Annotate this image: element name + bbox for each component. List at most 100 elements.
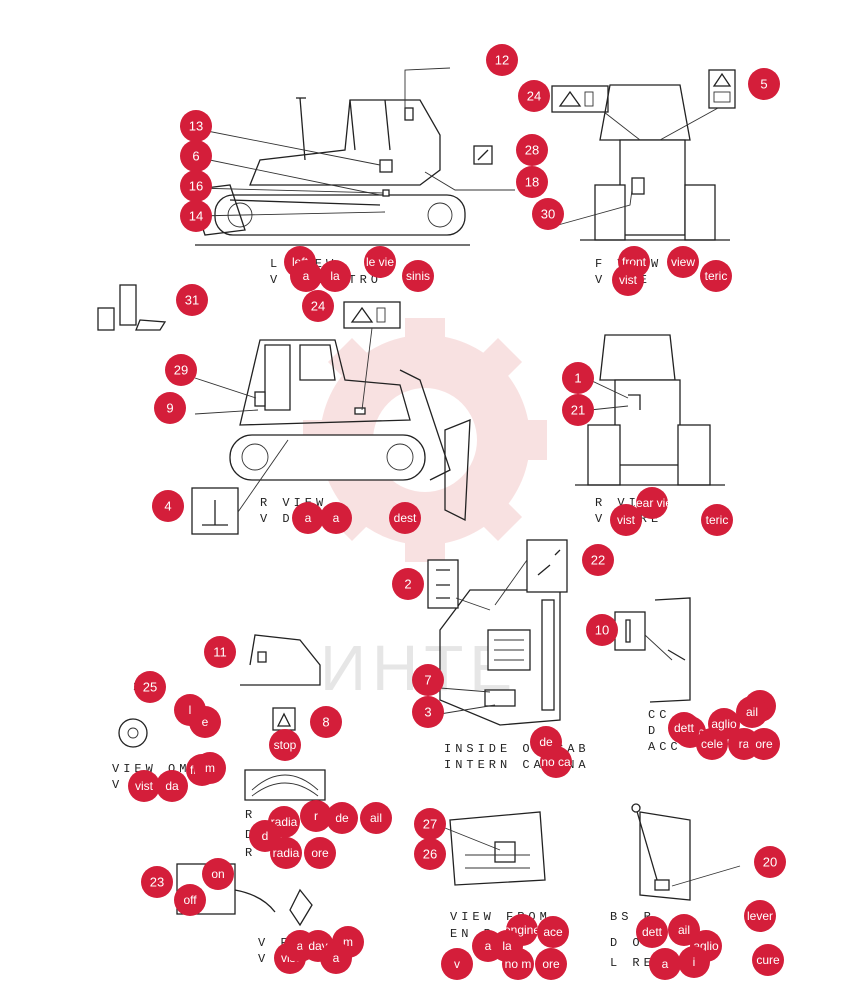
word-tag: no ca	[540, 746, 572, 778]
word-tags: leftlaale viesinisfrontviewvisttericaade…	[128, 246, 784, 980]
callout-11-marker	[204, 636, 236, 668]
callout-2: 2	[392, 568, 424, 600]
callout-30: 30	[532, 198, 564, 230]
callout-10-marker	[586, 614, 618, 646]
callout-14-label: 14	[189, 209, 203, 224]
caption-rad-ra: R	[245, 846, 256, 860]
callout-6-label: 6	[192, 149, 199, 164]
word-tag: da	[156, 770, 188, 802]
callout-26: 26	[414, 838, 446, 870]
word-tag: ace	[537, 916, 569, 948]
left-side-view-dozer	[189, 97, 470, 246]
word-tag-label: m	[205, 761, 215, 775]
callout-29: 29	[165, 354, 197, 386]
callout-28-marker	[516, 134, 548, 166]
decal-24-mid	[343, 301, 401, 329]
callout-5-marker	[748, 68, 780, 100]
word-tag-label: l	[189, 703, 192, 717]
cab-door-detail	[649, 597, 691, 703]
word-tag-label: vist	[617, 513, 636, 527]
callout-24-mid-label: 24	[311, 299, 325, 314]
decal-2	[427, 559, 459, 609]
callout-5: 5	[748, 68, 780, 100]
callout-23: 23	[141, 866, 173, 898]
word-tag-label: la	[502, 939, 512, 953]
word-tag: a	[320, 942, 352, 974]
callout-27-marker	[414, 808, 446, 840]
word-tag-label: ore	[755, 737, 773, 751]
callout-23-label: 23	[150, 875, 164, 890]
decal-31-cans-icon	[97, 284, 167, 331]
callout-24-top: 24	[518, 80, 550, 112]
decal-28	[473, 145, 493, 165]
rear-view-dozer	[575, 334, 725, 486]
word-tag-label: de	[335, 811, 349, 825]
callout-18-marker	[516, 166, 548, 198]
callout-26-marker	[414, 838, 446, 870]
callout-10-label: 10	[595, 623, 609, 638]
callout-31: 31	[176, 284, 208, 316]
word-tag-marker	[610, 504, 642, 536]
word-tag-marker	[360, 802, 392, 834]
word-tag-marker	[326, 802, 358, 834]
word-tag-marker	[744, 900, 776, 932]
caption-acc: ACC	[648, 740, 682, 754]
word-tag: teric	[701, 504, 733, 536]
word-tag-label: on	[211, 867, 224, 881]
callout-7-label: 7	[424, 673, 431, 688]
word-tag-label: teric	[706, 513, 729, 527]
callout-4-marker	[152, 490, 184, 522]
word-tag: de	[326, 802, 358, 834]
word-tag: view	[667, 246, 699, 278]
callout-23-marker	[141, 866, 173, 898]
word-tag-label: ace	[543, 925, 563, 939]
word-tag-marker	[320, 502, 352, 534]
callout-22-marker	[582, 544, 614, 576]
word-tag-marker	[292, 502, 324, 534]
word-tag-marker	[156, 770, 188, 802]
word-tag-marker	[636, 487, 668, 519]
callout-1-label: 1	[574, 371, 581, 386]
word-tag-label: a	[303, 269, 310, 283]
word-tag: ail	[360, 802, 392, 834]
word-tag-marker	[174, 884, 206, 916]
decal-22	[526, 539, 568, 593]
callout-21: 21	[562, 394, 594, 426]
callout-21-label: 21	[571, 403, 585, 418]
word-tag-label: a	[485, 939, 492, 953]
watermark-text: ИНТЕ	[320, 632, 518, 704]
word-tag: a	[290, 260, 322, 292]
callout-6-marker	[180, 140, 212, 172]
word-tag-label: ra	[739, 737, 750, 751]
callout-9: 9	[154, 392, 186, 424]
callout-27: 27	[414, 808, 446, 840]
word-tag-label: a	[333, 951, 340, 965]
callout-16: 16	[180, 170, 212, 202]
word-tag: a	[292, 502, 324, 534]
callout-13-label: 13	[189, 119, 203, 134]
callout-14-marker	[180, 200, 212, 232]
word-tag-label: d	[262, 829, 269, 843]
word-tag-marker	[304, 837, 336, 869]
word-tag-label: no m	[505, 957, 532, 971]
word-tag-marker	[194, 752, 226, 784]
word-tag-label: cure	[756, 953, 780, 967]
word-tag: vist	[610, 504, 642, 536]
word-tag-marker	[748, 728, 780, 760]
word-tag: la	[319, 260, 351, 292]
callout-25-label: 25	[143, 680, 157, 695]
caption-bs-line: BS R	[610, 910, 655, 924]
word-tag-label: dett	[674, 721, 695, 735]
callout-29-marker	[165, 354, 197, 386]
word-tag: sinis	[402, 260, 434, 292]
word-tag-label: v	[454, 957, 460, 971]
callout-31-marker	[176, 284, 208, 316]
callout-2-label: 2	[404, 577, 411, 592]
callout-28-label: 28	[525, 143, 539, 158]
callout-25-marker	[134, 671, 166, 703]
word-tag: stop	[269, 729, 301, 761]
callout-22-label: 22	[591, 553, 605, 568]
callout-2-marker	[392, 568, 424, 600]
word-tag-label: lever	[747, 909, 773, 923]
callout-3-label: 3	[424, 705, 431, 720]
